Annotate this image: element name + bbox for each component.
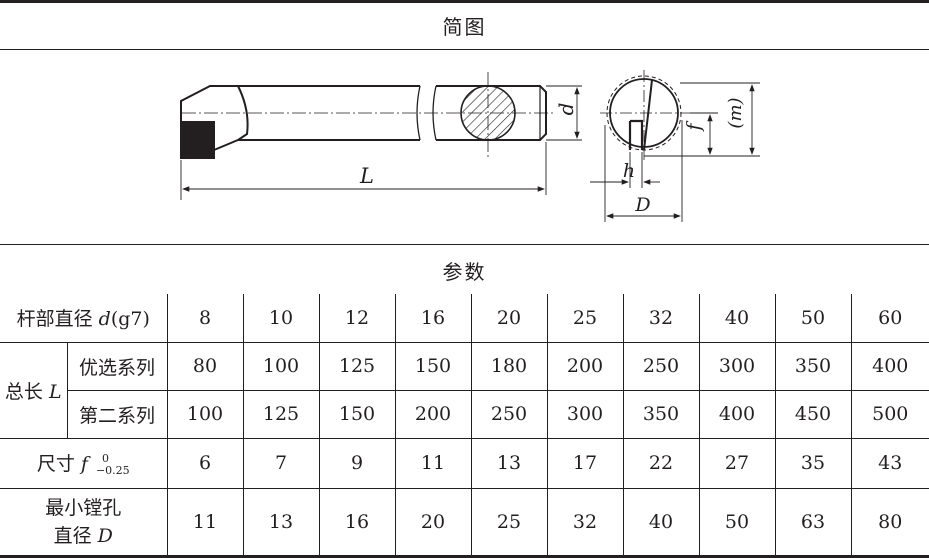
table-cell: 16	[318, 487, 396, 556]
table-row: 尺寸 f 0−0.25 6 7 9 11 13 17 22 27 35 43	[0, 437, 929, 489]
table-cell: 32	[546, 487, 624, 556]
table-cell: 13	[242, 487, 320, 556]
table-row: 最小镗孔 直径 D 11 13 16 20 25 32 40 50 63 80	[0, 487, 929, 556]
table-cell: 150	[394, 341, 472, 391]
table-cell: 11	[166, 487, 244, 556]
parameters-table: 杆部直径 d(g7) 8 10 12 16 20 25 32 40 50 60 …	[0, 294, 929, 556]
label-h: h	[623, 160, 635, 182]
table-cell: 32	[622, 294, 700, 343]
table-cell: 8	[166, 294, 244, 343]
table-cell: 43	[850, 437, 929, 489]
diagram-section-title: 简图	[442, 15, 487, 39]
label-m: (m)	[725, 97, 746, 128]
table-cell: 500	[850, 389, 929, 439]
row-label-dimension-f: 尺寸 f 0−0.25	[0, 437, 168, 489]
divider-line	[0, 244, 929, 245]
row-label-min-bore-diameter: 最小镗孔 直径 D	[0, 487, 168, 556]
table-cell: 80	[850, 487, 929, 556]
f-m-dimensions	[644, 82, 760, 157]
row-label-total-length: 总长 L	[0, 341, 68, 439]
parameters-section-title: 参数	[442, 260, 487, 284]
table-cell: 180	[470, 341, 548, 391]
table-cell: 125	[242, 389, 320, 439]
label-f: f	[683, 121, 705, 133]
row-label-preferred-series: 优选系列	[66, 341, 168, 391]
table-cell: 400	[698, 389, 776, 439]
label-L: L	[359, 164, 374, 188]
table-cell: 22	[622, 437, 700, 489]
table-cell: 200	[394, 389, 472, 439]
table-cell: 50	[698, 487, 776, 556]
row-label-second-series: 第二系列	[67, 389, 168, 439]
table-cell: 400	[850, 341, 929, 391]
table-cell: 250	[622, 341, 700, 391]
table-cell: 13	[470, 437, 548, 489]
table-cell: 27	[698, 437, 776, 489]
bottom-border	[0, 555, 929, 558]
table-cell: 300	[546, 389, 624, 439]
h-D-dimensions	[590, 120, 683, 222]
table-cell: 16	[394, 294, 472, 343]
table-cell: 6	[166, 437, 244, 489]
top-border	[0, 0, 929, 3]
table-cell: 7	[242, 437, 320, 489]
table-cell: 350	[622, 389, 700, 439]
table-cell: 25	[546, 294, 624, 343]
label-d: d	[554, 103, 578, 116]
table-cell: 60	[850, 294, 929, 343]
table-cell: 200	[546, 341, 624, 391]
table-cell: 450	[774, 389, 852, 439]
table-cell: 100	[166, 389, 244, 439]
table-cell: 300	[698, 341, 776, 391]
table-cell: 35	[774, 437, 852, 489]
label-D: D	[634, 194, 650, 216]
table-cell: 11	[394, 437, 472, 489]
table-cell: 63	[774, 487, 852, 556]
table-cell: 20	[470, 294, 548, 343]
table-cell: 100	[242, 341, 320, 391]
L-dimension	[180, 142, 547, 200]
table-cell: 250	[470, 389, 548, 439]
table-cell: 40	[698, 294, 776, 343]
table-cell: 17	[546, 437, 624, 489]
table-cell: 350	[774, 341, 852, 391]
boring-tool-diagram: d L f (m) h D	[180, 70, 760, 222]
divider-line	[0, 49, 929, 50]
table-cell: 9	[318, 437, 396, 489]
table-cell: 10	[242, 294, 320, 343]
tolerance: 0−0.25	[95, 452, 130, 477]
table-cell: 150	[318, 389, 396, 439]
d-dimension	[546, 85, 582, 141]
table-row: 总长 L 优选系列 80 100 125 150 180 200 250 300…	[0, 341, 929, 439]
table-cell: 12	[318, 294, 396, 343]
table-cell: 80	[166, 341, 244, 391]
table-row: 第二系列 100 125 150 200 250 300 350 400 450…	[0, 389, 929, 439]
table-cell: 50	[774, 294, 852, 343]
table-cell: 125	[318, 341, 396, 391]
table-row: 杆部直径 d(g7) 8 10 12 16 20 25 32 40 50 60	[0, 294, 929, 343]
row-label-shank-diameter: 杆部直径 d(g7)	[0, 294, 168, 343]
table-cell: 25	[470, 487, 548, 556]
bore-end-view	[600, 70, 690, 160]
table-cell: 40	[622, 487, 700, 556]
table-cell: 20	[394, 487, 472, 556]
